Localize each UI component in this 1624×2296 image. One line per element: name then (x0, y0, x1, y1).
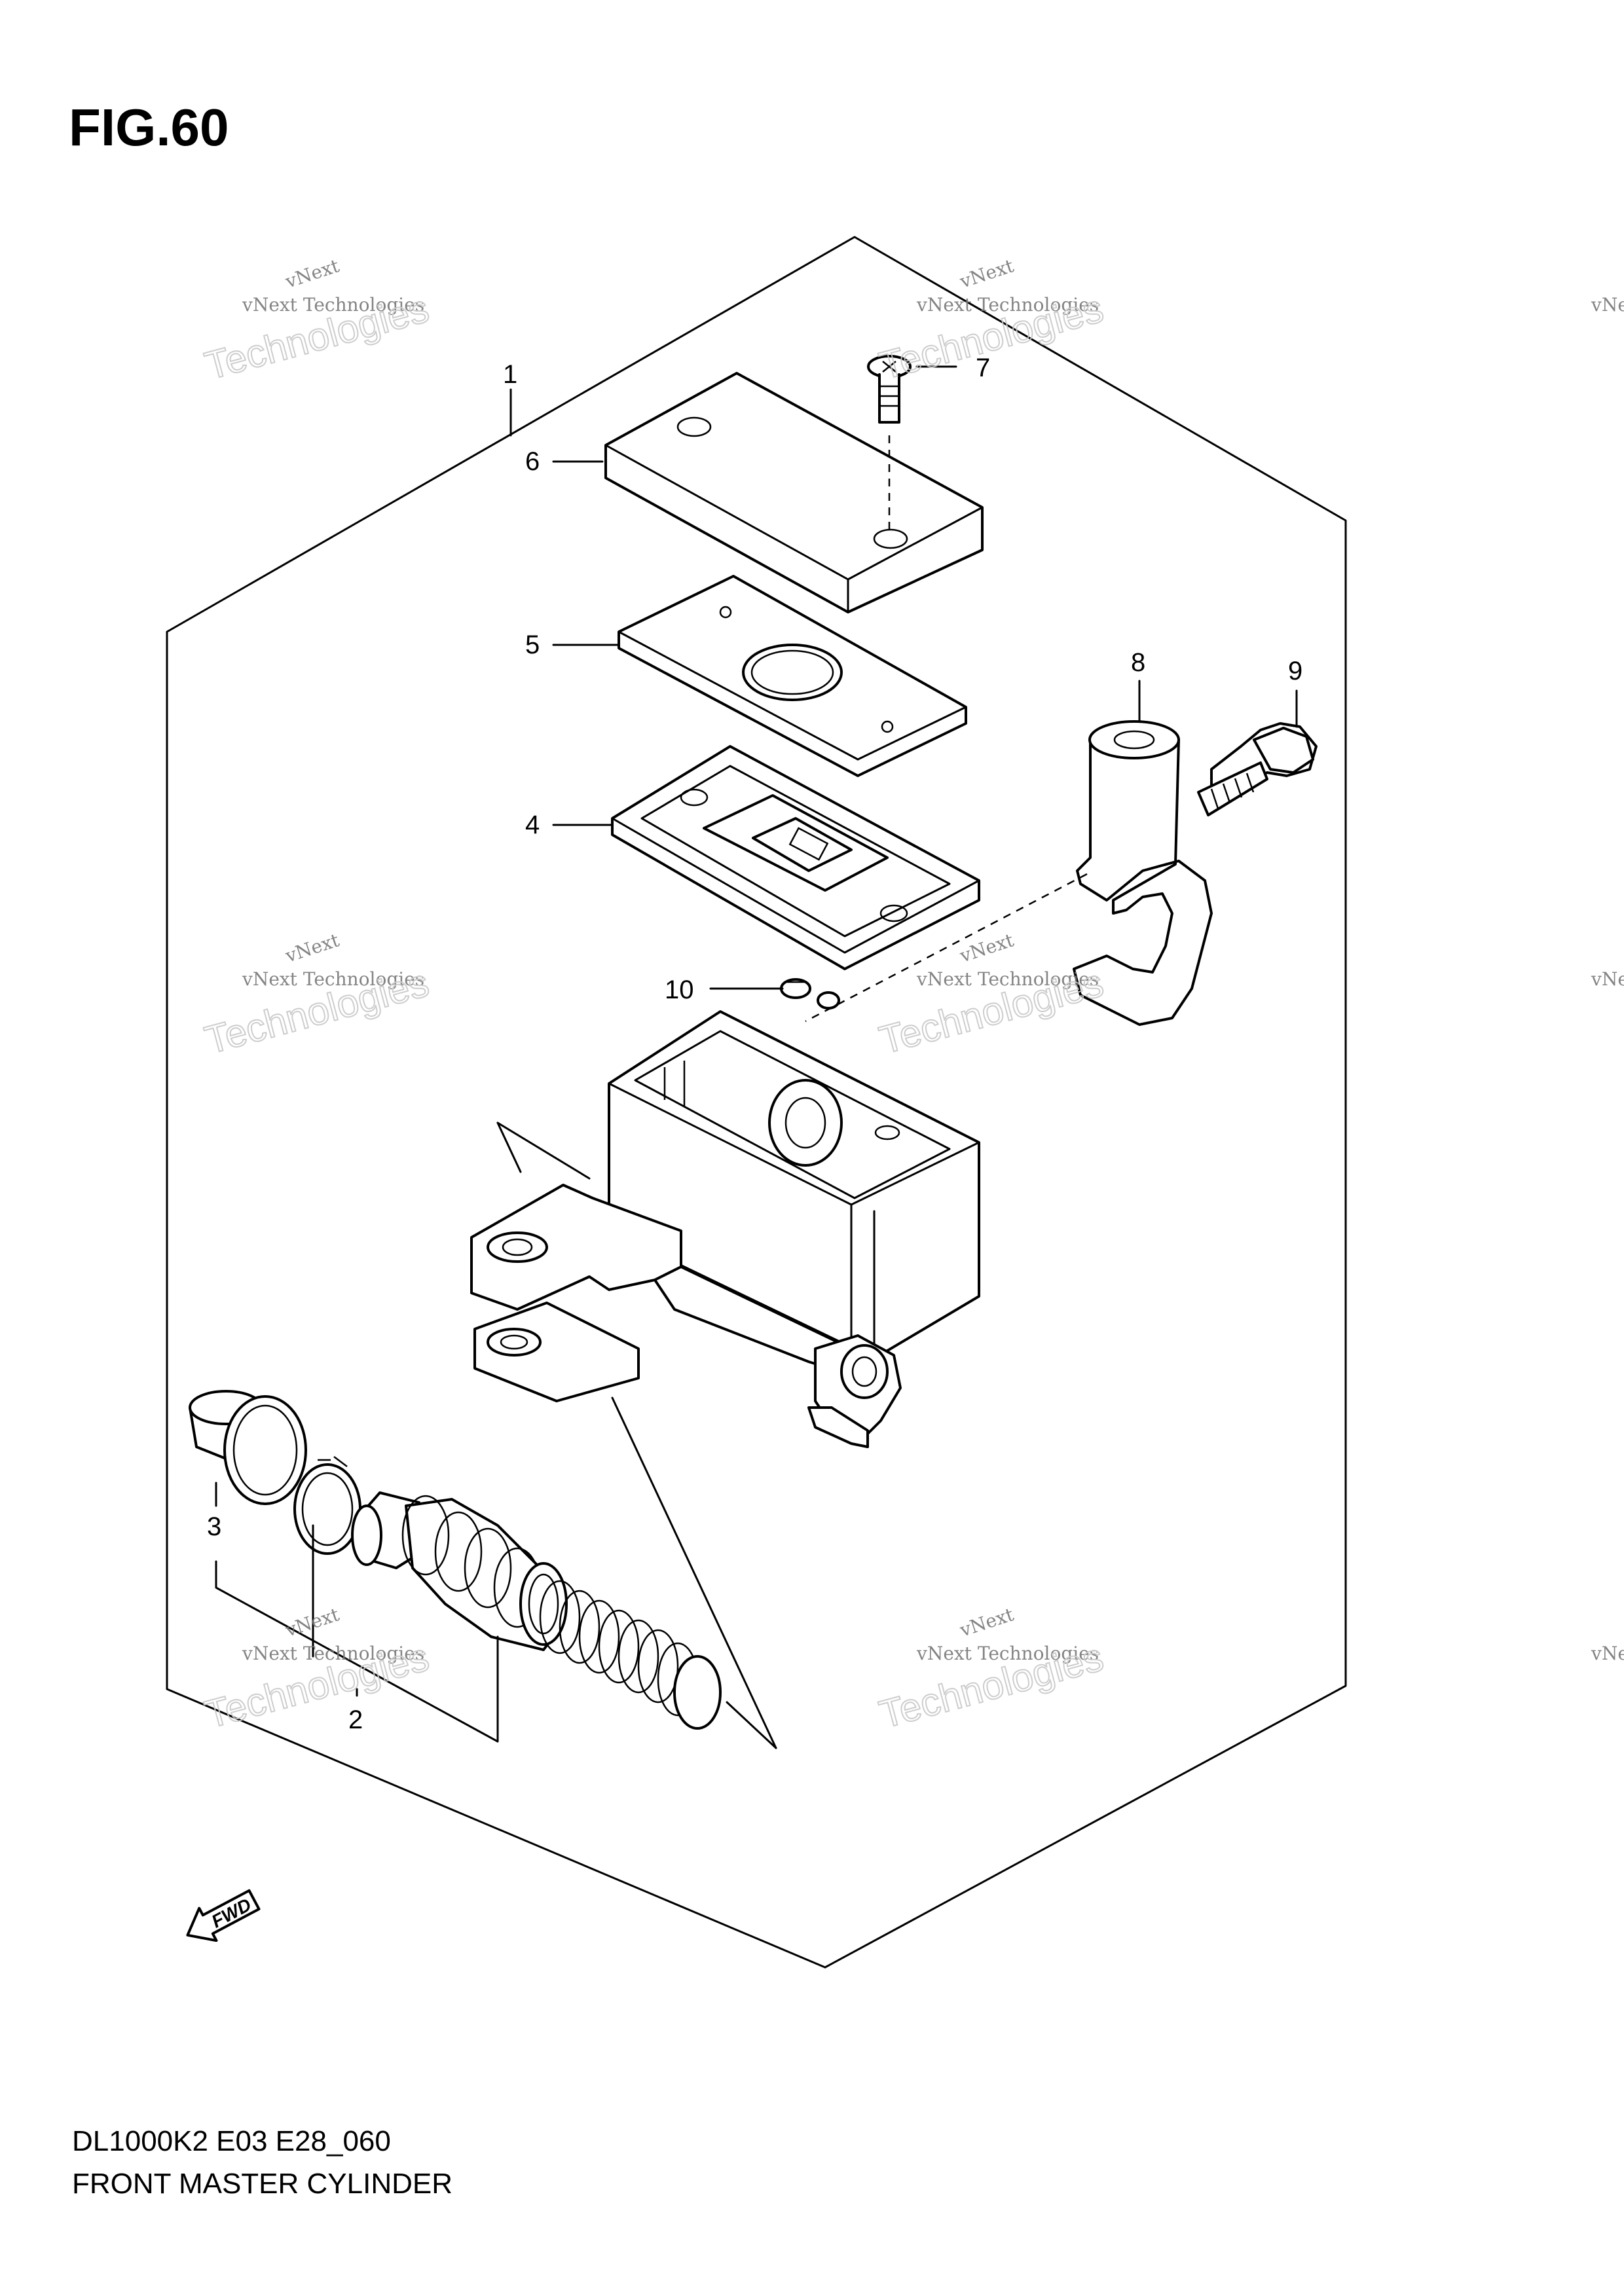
kit-outline (166, 236, 1347, 1969)
callout-4: 4 (525, 811, 540, 839)
model-code: DL1000K2 E03 E28_060 (72, 2125, 391, 2157)
callout-6: 6 (525, 447, 540, 476)
svg-text:vNext: vNext (282, 929, 342, 967)
figure-title: FIG.60 (69, 98, 229, 156)
watermark: vNext vNext Technologies Technologies (200, 255, 434, 388)
watermark: vNext vNext Technologies Technologies (200, 929, 434, 1063)
diaphragm-plate[interactable] (618, 575, 967, 777)
fwd-arrow-icon: FWD (186, 1889, 261, 1942)
svg-text:vNext Technologies: vNext Technologies (916, 1643, 1099, 1664)
callout-3: 3 (207, 1512, 221, 1541)
clip[interactable] (780, 978, 840, 1010)
watermark: vNext vNext Technologies Technologies (874, 255, 1109, 388)
svg-text:vNext Technologies: vNext Technologies (1591, 968, 1624, 990)
callout-5: 5 (525, 630, 540, 659)
svg-text:vNext: vNext (957, 255, 1017, 293)
watermark: vNext vNext Technologies Technologies (874, 929, 1109, 1063)
svg-text:vNext Technologies: vNext Technologies (1591, 294, 1624, 316)
svg-text:vNext Technologies: vNext Technologies (916, 968, 1099, 990)
watermark: vNext vNext Technologies Technologies (874, 1603, 1109, 1737)
clamp-holder[interactable] (805, 720, 1213, 1026)
watermark: vNext Technologies (1591, 1643, 1624, 1664)
callout-8: 8 (1131, 648, 1145, 677)
circlip[interactable] (293, 1456, 361, 1555)
master-cylinder-body[interactable] (470, 1010, 980, 1749)
dust-boot[interactable] (189, 1390, 307, 1505)
svg-text:vNext Technologies: vNext Technologies (1591, 1643, 1624, 1664)
svg-text:vNext: vNext (282, 255, 342, 293)
callout-7: 7 (976, 354, 990, 382)
callout-9: 9 (1288, 657, 1302, 685)
leader-lines (215, 365, 1298, 1743)
watermark: vNext Technologies (1591, 968, 1624, 990)
svg-text:vNext: vNext (957, 929, 1017, 967)
figure-name: FRONT MASTER CYLINDER (72, 2168, 452, 2200)
svg-text:vNext: vNext (957, 1603, 1017, 1641)
svg-text:vNext Technologies: vNext Technologies (242, 1643, 424, 1664)
callout-2: 2 (348, 1705, 363, 1734)
callout-10: 10 (665, 975, 694, 1004)
reservoir-cap[interactable] (604, 372, 984, 613)
svg-text:vNext Technologies: vNext Technologies (916, 294, 1099, 316)
watermark: vNext vNext Technologies Technologies (200, 1603, 434, 1737)
piston-set[interactable] (351, 1491, 722, 1730)
svg-text:vNext Technologies: vNext Technologies (242, 294, 424, 316)
clamp-bolt[interactable] (1197, 722, 1318, 816)
watermark: vNext Technologies (1591, 294, 1624, 316)
cap-screw[interactable] (867, 355, 912, 534)
diaphragm[interactable] (611, 745, 980, 970)
svg-text:vNext Technologies: vNext Technologies (242, 968, 424, 990)
callout-1: 1 (503, 360, 517, 389)
